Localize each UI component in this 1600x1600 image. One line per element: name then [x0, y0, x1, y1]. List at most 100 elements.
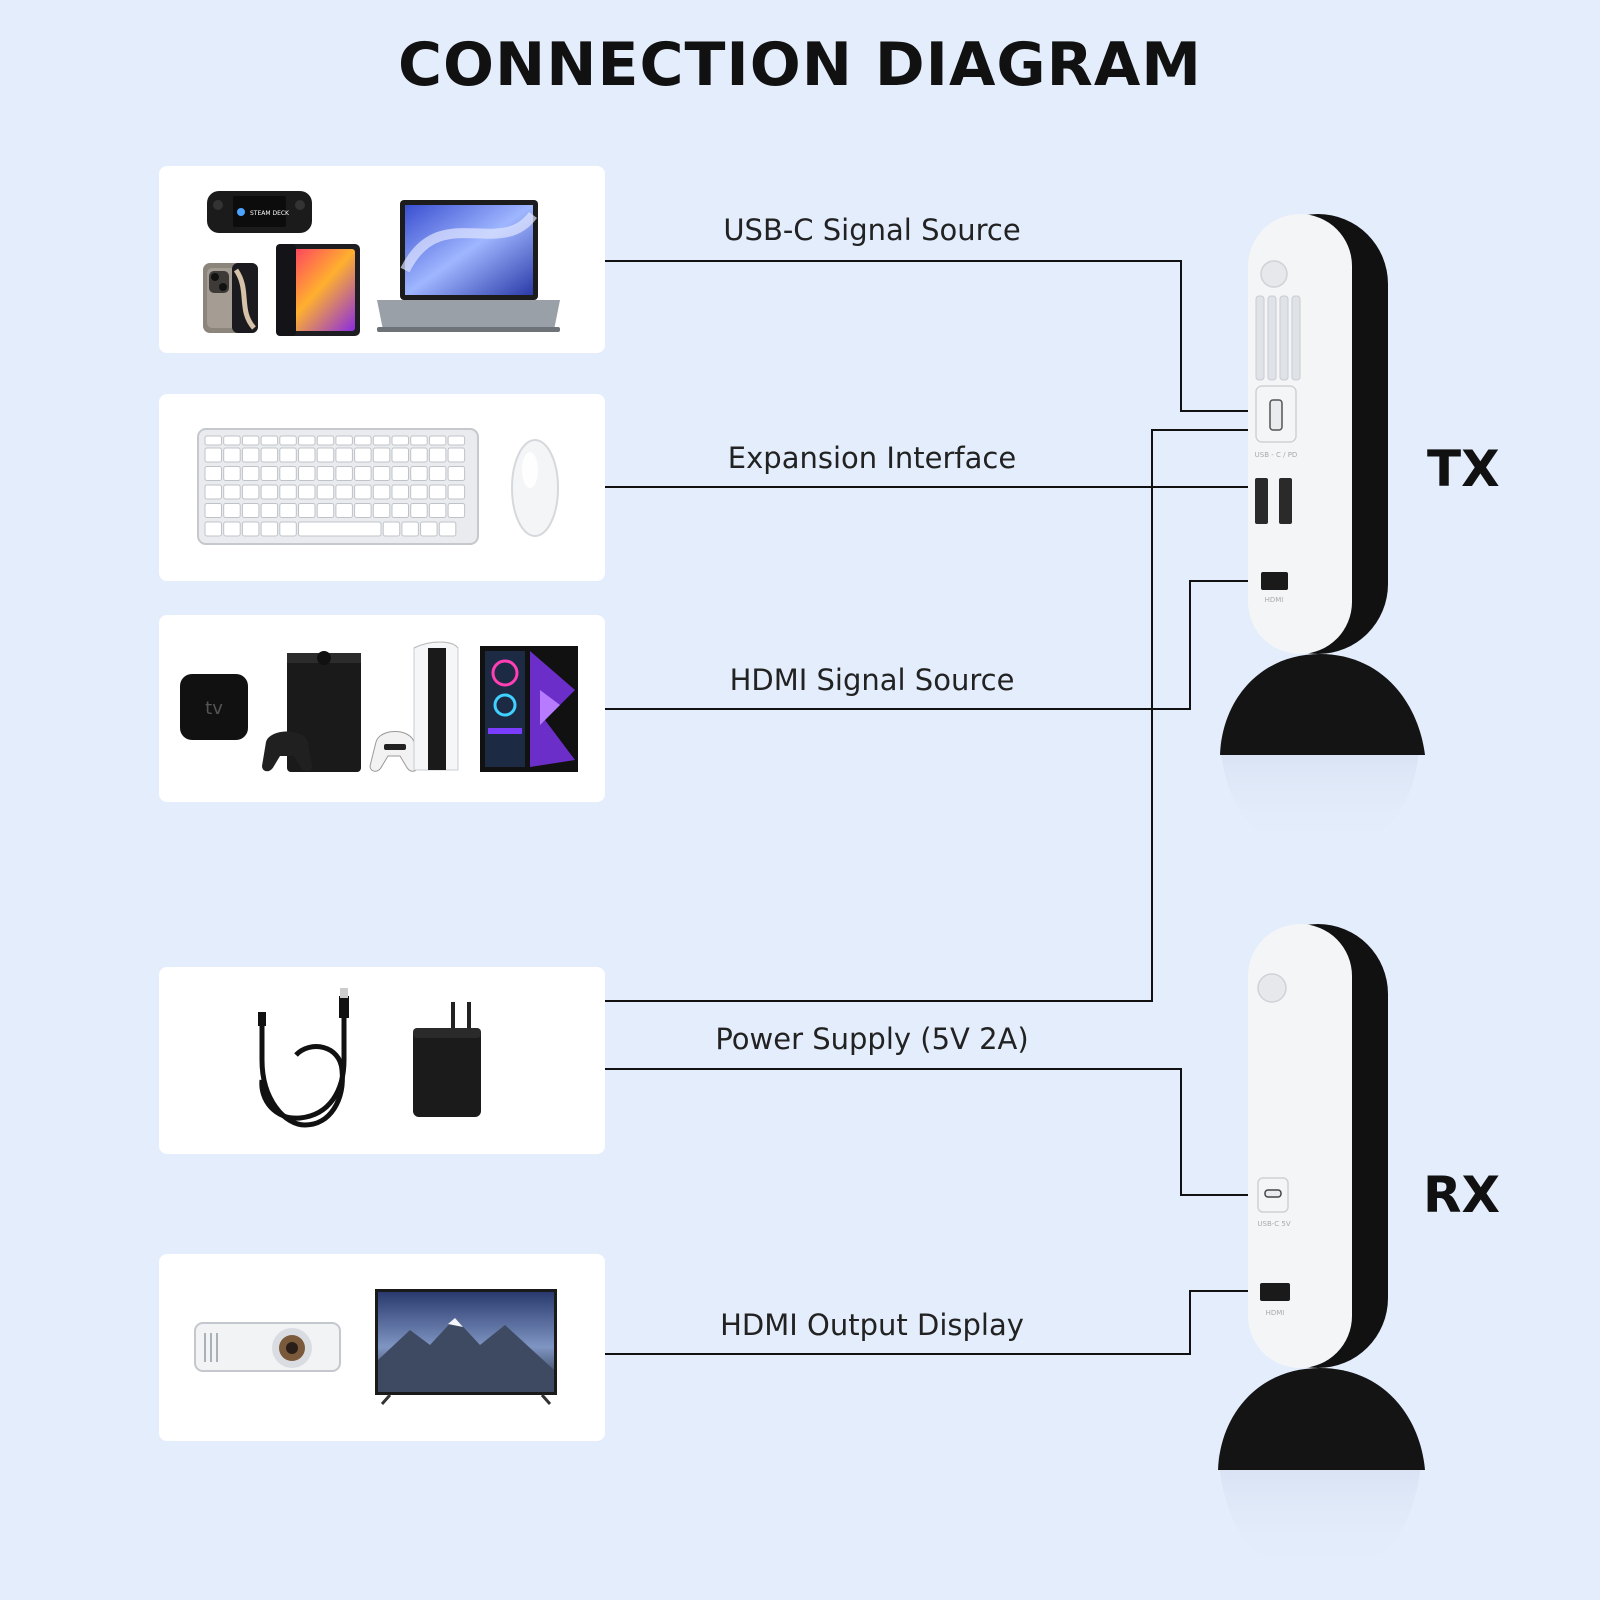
keyboard-key	[223, 521, 241, 537]
keyboard-key	[241, 435, 260, 446]
label-usb-c-source: USB-C Signal Source	[723, 213, 1021, 247]
keyboard-key	[372, 466, 391, 481]
keyboard-key	[316, 466, 335, 481]
label-expansion-interface: Expansion Interface	[727, 441, 1017, 475]
keyboard-key	[428, 484, 447, 500]
tx-usb-port-text: USB - C / PD	[1255, 451, 1298, 459]
keyboard-key	[447, 447, 466, 463]
keyboard-key	[316, 435, 335, 446]
line-usb-c-source	[605, 260, 1262, 412]
television-icon	[375, 1289, 557, 1405]
power-adapter-icon	[413, 1002, 481, 1117]
rx-hdmi-port-text: HDMI	[1266, 1309, 1285, 1317]
keyboard-key	[382, 521, 401, 537]
keyboard-key	[204, 447, 222, 463]
keyboard-key	[279, 466, 297, 481]
line-power-rx	[605, 1068, 1262, 1196]
keyboard-key	[260, 466, 279, 481]
keyboard-key	[354, 466, 372, 481]
handheld-console-icon: STEAM DECK	[207, 191, 312, 233]
keyboard-key	[260, 484, 279, 500]
keyboard-key	[391, 435, 409, 446]
keyboard-key	[298, 447, 316, 463]
keyboard-key	[204, 484, 222, 500]
keyboard-key	[372, 484, 391, 500]
laptop-icon	[377, 200, 560, 332]
keyboard-key	[316, 447, 335, 463]
keyboard-key	[241, 484, 260, 500]
line-hdmi-output	[605, 1290, 1264, 1355]
apple-tv-text: tv	[205, 698, 223, 719]
keyboard-key	[335, 503, 353, 518]
line-hdmi-source	[605, 580, 1256, 710]
keyboard-key	[391, 466, 409, 481]
keyboard-key	[260, 503, 279, 518]
keyboard-key	[316, 484, 335, 500]
keyboard-key	[204, 466, 222, 481]
keyboard-key	[241, 466, 260, 481]
game-controller-icon	[262, 731, 419, 772]
keyboard-key	[223, 466, 241, 481]
keyboard-key	[279, 503, 297, 518]
keyboard-key	[298, 484, 316, 500]
label-power-supply: Power Supply (5V 2A)	[715, 1022, 1029, 1056]
keyboard-key	[298, 521, 382, 537]
keyboard-key	[420, 521, 438, 537]
keyboard-key	[335, 435, 353, 446]
keyboard-key	[428, 503, 447, 518]
keyboard-key	[223, 447, 241, 463]
keyboard-key	[241, 521, 260, 537]
projector-icon	[194, 1322, 341, 1372]
keyboard-key	[447, 503, 466, 518]
keyboard-key	[410, 447, 428, 463]
keyboard-key	[279, 484, 297, 500]
playstation-console-icon	[413, 641, 459, 771]
keyboard-key	[391, 447, 409, 463]
line-power-tx	[605, 429, 1262, 1002]
keyboard-key	[204, 503, 222, 518]
keyboard-key	[241, 447, 260, 463]
keyboard-key	[401, 521, 419, 537]
keyboard-key	[410, 503, 428, 518]
keyboard-key	[354, 484, 372, 500]
keyboard-key	[279, 521, 297, 537]
keyboard-key	[428, 447, 447, 463]
keyboard-key	[372, 503, 391, 518]
keyboard-key	[298, 503, 316, 518]
keyboard-key	[438, 521, 457, 537]
label-hdmi-output: HDMI Output Display	[720, 1308, 1024, 1342]
keyboard-key	[447, 466, 466, 481]
label-hdmi-source: HDMI Signal Source	[729, 663, 1015, 697]
keyboard-key	[335, 484, 353, 500]
keyboard-key	[316, 503, 335, 518]
keyboard-key	[410, 466, 428, 481]
smartphone-icon	[203, 263, 258, 333]
keyboard-key	[410, 484, 428, 500]
keyboard-key	[354, 503, 372, 518]
card-power-supply	[159, 967, 605, 1154]
keyboard-key	[335, 466, 353, 481]
keyboard-key	[260, 521, 279, 537]
keyboard-key	[428, 435, 447, 446]
tv-box-icon: tv	[180, 674, 248, 740]
keyboard-key	[372, 447, 391, 463]
keyboard-key	[354, 435, 372, 446]
gaming-pc-icon	[480, 646, 578, 772]
keyboard-key	[279, 447, 297, 463]
keyboard-key	[391, 503, 409, 518]
steam-deck-text: STEAM DECK	[250, 210, 290, 217]
keyboard-key	[372, 435, 391, 446]
keyboard-key	[241, 503, 260, 518]
mouse-icon	[511, 439, 559, 537]
keyboard-icon	[197, 428, 479, 545]
keyboard-key	[260, 447, 279, 463]
keyboard-key	[204, 435, 222, 446]
keyboard-key	[260, 435, 279, 446]
keyboard-key	[223, 484, 241, 500]
tx-hdmi-port-text: HDMI	[1265, 596, 1284, 604]
keyboard-key	[298, 466, 316, 481]
tablet-icon	[276, 244, 360, 336]
keyboard-key	[447, 484, 466, 500]
keyboard-key	[428, 466, 447, 481]
